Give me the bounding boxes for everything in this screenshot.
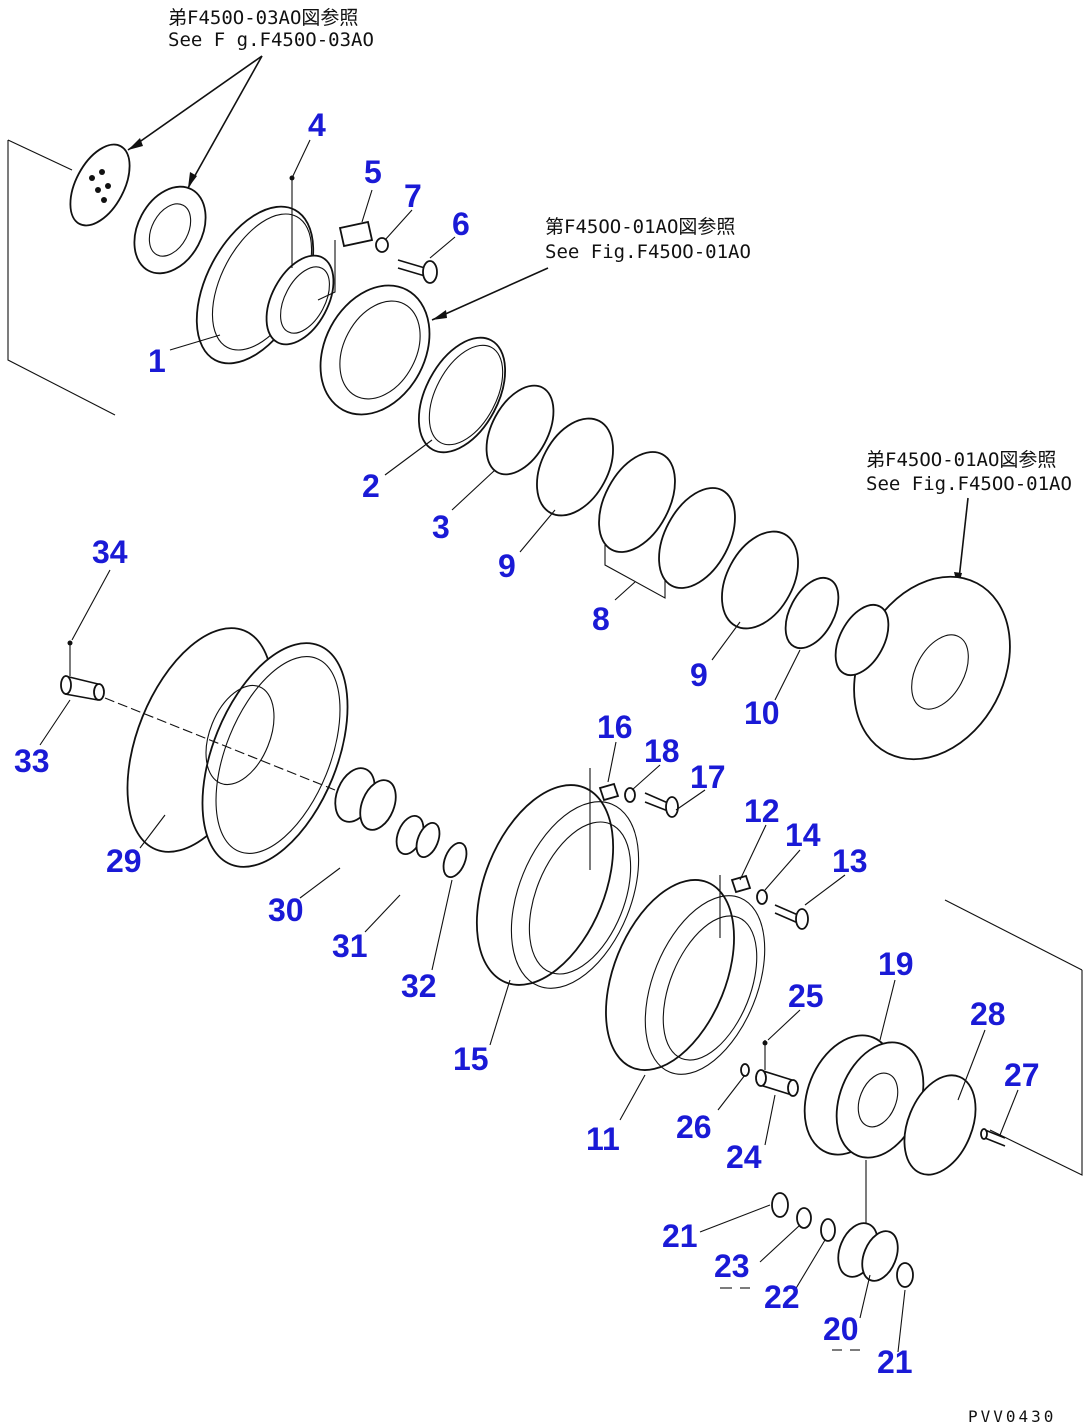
part-25-mark — [762, 1040, 768, 1046]
part-21-bearing-a — [771, 1192, 789, 1218]
label-5: 5 — [364, 154, 382, 190]
label-17: 17 — [690, 759, 726, 795]
part-26-ball — [740, 1063, 750, 1077]
label-25: 25 — [788, 978, 824, 1014]
part-15-ring-gear — [475, 784, 640, 989]
reference-note-top: 弟F450O-03AO図参照 See F g.F450O-03AO — [127, 7, 374, 189]
part-21-bearing-b — [896, 1262, 914, 1288]
label-9b: 9 — [690, 657, 708, 693]
part-5-lockplate — [317, 240, 336, 301]
part-1-housing — [195, 205, 335, 365]
part-29-drum — [126, 627, 349, 868]
label-21b: 21 — [877, 1344, 913, 1380]
part-17-bolt — [644, 792, 679, 818]
label-1: 1 — [148, 343, 166, 379]
ref-top-jp: 弟F450O-03AO図参照 — [168, 7, 358, 29]
ref-mid-en: See Fig.F45OO-01AO — [545, 241, 751, 263]
part-28-ring — [903, 1074, 977, 1176]
part-23-ring — [796, 1207, 812, 1229]
ref-top-en: See F g.F450O-03AO — [168, 29, 374, 51]
part-30-gear — [334, 767, 397, 831]
label-12: 12 — [744, 793, 780, 829]
label-20: 20 — [823, 1311, 859, 1347]
label-19: 19 — [878, 946, 914, 982]
reference-note-mid: 第F45OO-01AO図参照 See Fig.F45OO-01AO — [431, 216, 751, 321]
part-7-washer — [375, 237, 389, 253]
ref-right-en: See Fig.F45OO-01AO — [866, 473, 1072, 495]
label-15: 15 — [453, 1041, 489, 1077]
hub-right-ref — [834, 575, 1011, 761]
plate-ref-part — [69, 143, 131, 227]
frame-lines — [7, 139, 1083, 1176]
label-8: 8 — [592, 601, 610, 637]
label-24: 24 — [726, 1139, 762, 1175]
dash-marks — [720, 1287, 860, 1351]
carrier-ring-inner — [339, 300, 421, 400]
part-16-plate — [598, 782, 620, 802]
leader-lines — [39, 139, 1019, 1353]
label-31: 31 — [332, 928, 368, 964]
label-30: 30 — [268, 892, 304, 928]
part-20-planet-gear — [837, 1222, 899, 1282]
part-13-bolt — [774, 904, 809, 930]
part-9-ring-a — [536, 417, 614, 517]
label-4: 4 — [308, 107, 326, 143]
reference-note-right: 弟F45OO-01AO図参照 See Fig.F45OO-01AO — [866, 449, 1072, 589]
label-13: 13 — [832, 843, 868, 879]
part-5-shape — [338, 220, 374, 248]
part-8-bracket — [604, 545, 666, 599]
part-8-ring-b — [658, 487, 736, 589]
hub-ref-part — [133, 185, 207, 275]
label-10: 10 — [744, 695, 780, 731]
part-19-carrier — [803, 1034, 925, 1159]
carrier-ring-ref — [319, 284, 431, 416]
label-14: 14 — [785, 817, 821, 853]
label-7: 7 — [404, 178, 422, 214]
ref-mid-jp: 第F45OO-01AO図参照 — [545, 216, 735, 238]
label-18: 18 — [644, 733, 680, 769]
part-14-washer — [756, 889, 768, 905]
label-21a: 21 — [662, 1218, 698, 1254]
label-28: 28 — [970, 996, 1006, 1032]
part-33-pin — [60, 675, 105, 701]
part-3-ring — [485, 384, 555, 476]
label-3: 3 — [432, 509, 450, 545]
part-6-bolt — [397, 259, 438, 284]
drawing-code: PVV0430 — [968, 1407, 1056, 1426]
label-32: 32 — [401, 968, 437, 1004]
label-16: 16 — [597, 709, 633, 745]
part-32-ring — [442, 841, 468, 879]
part-number-labels: 1 2 3 4 5 6 7 8 9 9 10 11 12 13 14 15 16… — [14, 107, 1040, 1380]
part-2-seal-inner — [428, 344, 504, 446]
part-22-ring — [820, 1218, 836, 1242]
part-10-ring — [784, 576, 840, 650]
label-11: 11 — [586, 1121, 620, 1157]
part-24-shaft — [755, 1069, 799, 1097]
label-27: 27 — [1004, 1057, 1040, 1093]
label-9a: 9 — [498, 548, 516, 584]
part-34-mark — [67, 640, 73, 646]
part-27-pin — [980, 1128, 1006, 1147]
part-9-ring-b — [721, 530, 799, 630]
label-6: 6 — [452, 206, 470, 242]
label-2: 2 — [362, 468, 380, 504]
label-22: 22 — [764, 1279, 800, 1315]
label-29: 29 — [106, 843, 142, 879]
part-18-washer — [624, 787, 636, 803]
part-31-bearing — [395, 815, 441, 859]
label-33: 33 — [14, 743, 50, 779]
part-8-ring-a — [598, 451, 676, 553]
label-23: 23 — [714, 1248, 750, 1284]
ref-right-jp: 弟F45OO-01AO図参照 — [866, 449, 1056, 471]
part-11-ring-gear — [605, 879, 766, 1075]
label-34: 34 — [92, 534, 128, 570]
label-26: 26 — [676, 1109, 712, 1145]
